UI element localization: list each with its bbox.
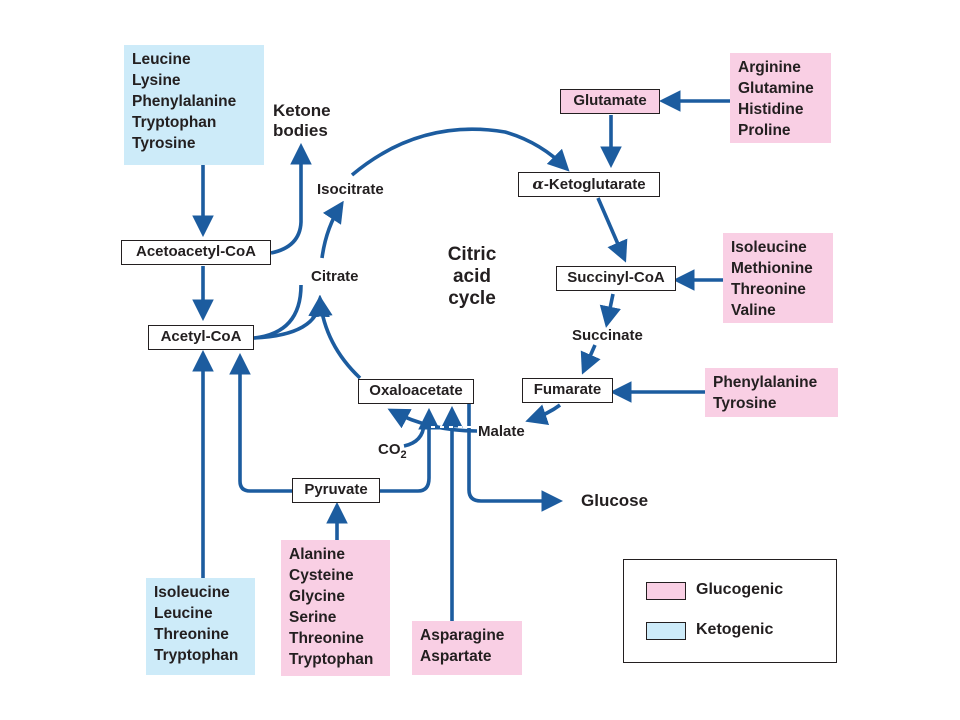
legend: Glucogenic Ketogenic <box>623 559 837 663</box>
amino-acid: Phenylalanine <box>132 93 237 110</box>
amino-acid: Isoleucine <box>731 239 807 256</box>
amino-acid: Serine <box>289 609 337 626</box>
center-line: Citric <box>447 244 497 265</box>
center-line: acid <box>452 266 492 287</box>
amino-acid: Valine <box>731 302 776 319</box>
node-pyruvate: Pyruvate <box>292 478 380 503</box>
label-citrate: Citrate <box>311 268 359 285</box>
glucogenic-group-fumarate: Phenylalanine Tyrosine <box>705 368 838 417</box>
amino-acid: Tryptophan <box>289 651 374 668</box>
glucogenic-group-pyruvate: Alanine Cysteine Glycine Serine Threonin… <box>281 540 390 676</box>
amino-acid: Tryptophan <box>154 647 239 664</box>
label-succinate: Succinate <box>572 327 643 344</box>
arrow-succinylcoa-to-succinate <box>599 293 621 328</box>
arrow-acetoacetyl-to-ketone <box>270 142 312 255</box>
legend-label-ketogenic: Ketogenic <box>696 621 774 638</box>
amino-acid: Lysine <box>132 72 181 89</box>
amino-acid: Phenylalanine <box>713 374 818 391</box>
arrow-pyruvate-to-acetylcoa <box>229 352 292 493</box>
ketogenic-group-bottom-left: Isoleucine Leucine Threonine Tryptophan <box>146 578 255 675</box>
node-acetyl-coa: Acetyl-CoA <box>148 325 254 350</box>
amino-acid: Glutamine <box>738 80 814 97</box>
amino-acid: Proline <box>738 122 791 139</box>
co2-subscript: 2 <box>400 449 407 461</box>
node-acetoacetyl-coa: Acetoacetyl-CoA <box>121 240 271 265</box>
arrow-alphakg-to-succinylcoa <box>596 197 628 263</box>
alpha-symbol: α <box>532 175 544 193</box>
legend-swatch-glucogenic <box>646 582 686 600</box>
label-malate: Malate <box>478 423 525 440</box>
amino-acid: Aspartate <box>420 648 492 665</box>
glucogenic-group-succinyl: Isoleucine Methionine Threonine Valine <box>723 233 833 323</box>
legend-swatch-ketogenic <box>646 622 686 640</box>
amino-acid: Tyrosine <box>713 395 777 412</box>
amino-acid: Methionine <box>731 260 813 277</box>
arrow-oxaloacetate-to-glucose <box>467 404 564 512</box>
amino-acid: Leucine <box>132 51 191 68</box>
arrow-oxaloacetate-to-citrate <box>311 294 362 380</box>
center-line: cycle <box>448 288 496 309</box>
node-fumarate: Fumarate <box>522 378 613 403</box>
glucogenic-group-oxaloacetate: Asparagine Aspartate <box>412 621 522 675</box>
co2-main: CO <box>378 441 401 458</box>
label-ketone-bodies: Ketone bodies <box>273 101 331 141</box>
amino-acid: Tyrosine <box>132 135 196 152</box>
arrow-succinate-to-fumarate <box>580 344 601 375</box>
node-oxaloacetate: Oxaloacetate <box>358 379 474 404</box>
label-glucose: Glucose <box>581 491 649 510</box>
amino-acid: Arginine <box>738 59 801 76</box>
node-alpha-ketoglutarate: α-Ketoglutarate <box>518 172 660 197</box>
arrow-acetylcoa-to-citrate <box>253 294 330 340</box>
arrow-isocitrate-to-alphakg <box>350 127 570 177</box>
legend-label-glucogenic: Glucogenic <box>696 581 784 598</box>
amino-acid: Threonine <box>289 630 364 647</box>
amino-acid: Leucine <box>154 605 213 622</box>
ketone-line: Ketone <box>273 101 331 120</box>
amino-acid: Alanine <box>289 546 345 563</box>
arrow-co2-curve <box>403 423 426 448</box>
citric-acid-cycle-label: Citric acid cycle <box>437 244 507 310</box>
node-succinyl-coa: Succinyl-CoA <box>556 266 676 291</box>
amino-acid: Threonine <box>731 281 806 298</box>
label-co2: CO2 <box>378 440 407 465</box>
amino-acid: Threonine <box>154 626 229 643</box>
ketogenic-group-top-left: Leucine Lysine Phenylalanine Tryptophan … <box>124 45 264 165</box>
amino-acid: Asparagine <box>420 627 505 644</box>
bodies-line: bodies <box>273 121 328 140</box>
arrow-citrate-to-isocitrate <box>320 200 344 259</box>
ketoglutarate-text: -Ketoglutarate <box>543 176 646 193</box>
arrow-fumarate-to-malate <box>525 403 562 426</box>
glucogenic-group-glutamate: Arginine Glutamine Histidine Proline <box>730 53 831 143</box>
arrow-pyruvate-to-oxaloacetate <box>380 407 440 493</box>
node-glutamate: Glutamate <box>560 89 660 114</box>
label-isocitrate: Isocitrate <box>317 181 384 198</box>
amino-acid: Isoleucine <box>154 584 230 601</box>
amino-acid: Tryptophan <box>132 114 217 131</box>
amino-acid: Glycine <box>289 588 345 605</box>
amino-acid: Histidine <box>738 101 804 118</box>
amino-acid: Cysteine <box>289 567 354 584</box>
